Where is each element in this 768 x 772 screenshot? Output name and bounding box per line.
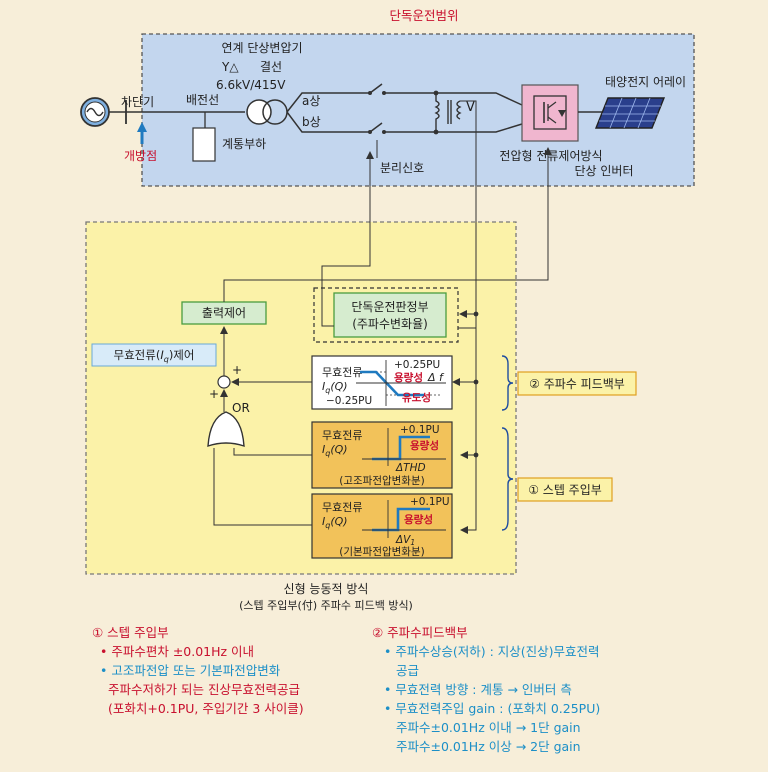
freq-df-label: Δ f <box>427 371 445 384</box>
summing-junction <box>217 375 231 389</box>
ac-source-icon <box>80 97 110 127</box>
notes-right: ② 주파수피드백부 • 주파수상승(저하) : 지상(진상)무효전력 공급 • … <box>372 623 600 756</box>
island-region <box>141 33 695 187</box>
v1-pos-label: +0.1PU <box>410 496 450 508</box>
brace-step <box>501 427 514 531</box>
island-detect-label-1: 단독운전판정부 <box>351 300 428 314</box>
thd-cap-label: 용량성 <box>410 439 439 452</box>
transformer-label-2: 결선 <box>260 60 282 74</box>
breaker-icon <box>125 100 245 124</box>
freq-cap-label: 용량성 <box>394 371 423 384</box>
v1-block-l1: 무효전류 <box>322 501 362 514</box>
notes-right-b2: • 무효전력 방향 : 계통 → 인버터 측 <box>384 682 572 697</box>
island-detect-label-2: (주파수변화율) <box>352 317 428 331</box>
freq-ind-label: 유도성 <box>402 391 431 404</box>
v1-block <box>311 493 453 559</box>
tag-step-label: ① 스텝 주입부 <box>528 483 602 497</box>
or-label: OR <box>232 401 250 415</box>
or-gate-icon <box>207 411 245 447</box>
solar-array-label: 태양전지 어레이 <box>605 75 686 89</box>
thd-caption: (고조파전압변화분) <box>339 474 424 487</box>
voltage-transformer-icon <box>434 93 462 132</box>
freq-block-l1: 무효전류 <box>322 366 362 379</box>
reactive-control-label: 무효전류(Iq)제어 <box>114 348 195 364</box>
notes-left-b4: (포화치+0.1PU, 주입기간 3 사이클) <box>108 701 304 716</box>
v1-dv-label: ΔV1 <box>395 534 415 547</box>
v1-caption: (기본파전압변화분) <box>339 545 424 558</box>
notes-left-b3: 주파수저하가 되는 진상무효전력공급 <box>108 682 300 697</box>
sep-signal-label: 분리신호 <box>380 161 424 175</box>
transformer-label-1: 연계 단상변압기 <box>221 41 302 55</box>
grid-load-box <box>192 127 216 162</box>
freq-curve <box>360 370 424 397</box>
v1-cap-label: 용량성 <box>404 513 433 526</box>
tag-step-box <box>517 477 613 502</box>
inverter-icon <box>521 84 579 142</box>
feeder-label: 배전선 <box>186 93 219 107</box>
notes-left-b1: • 주파수편차 ±0.01Hz 이내 <box>100 644 255 659</box>
transformer-symbol: Y△ <box>221 60 239 74</box>
v1-block-l2: Iq(Q) <box>322 515 348 530</box>
thd-block <box>311 421 453 489</box>
island-detect-box <box>333 292 447 338</box>
plus-sign-2: + <box>209 387 219 401</box>
notes-right-b3: • 무효전력주입 gain : (포화치 0.25PU) <box>384 701 601 716</box>
reactive-control-box <box>91 343 217 367</box>
tag-freq-label: ② 주파수 피드백부 <box>529 377 625 391</box>
open-point-label: 개방점 <box>124 149 157 163</box>
inverter-label-1: 전압형 전류제어방식 <box>499 149 602 163</box>
method-subtitle: (스텝 주입부(付) 주파수 피드백 방식) <box>239 599 413 612</box>
freq-pos-label: +0.25PU <box>394 359 440 371</box>
notes-right-title: ② 주파수피드백부 <box>372 625 468 640</box>
transformer-label-3: 6.6kV/415V <box>216 78 286 92</box>
thd-block-l1: 무효전류 <box>322 429 362 442</box>
notes-right-b1b: 공급 <box>396 663 420 678</box>
freq-neg-label: −0.25PU <box>326 395 372 407</box>
breaker-label: 차단기 <box>121 95 154 109</box>
inverter-label-2: 단상 인버터 <box>574 164 633 178</box>
notes-right-b4: 주파수±0.01Hz 이내 → 1단 gain <box>396 720 581 735</box>
transformer-icon <box>246 99 288 125</box>
region-title: 단독운전범위 <box>389 8 458 23</box>
solar-panel-icon <box>594 97 666 129</box>
thd-dthd-label: ΔTHD <box>395 462 426 474</box>
island-detect-frame <box>313 287 459 343</box>
phase-a-label: a상 <box>302 94 320 108</box>
output-control-label: 출력제어 <box>202 306 246 320</box>
tag-freq-box <box>517 371 637 396</box>
thd-pos-label: +0.1PU <box>400 424 440 436</box>
notes-right-b1a: • 주파수상승(저하) : 지상(진상)무효전력 <box>384 644 600 659</box>
thd-block-l2: Iq(Q) <box>322 443 348 458</box>
freq-block-l2: Iq(Q) <box>322 380 348 395</box>
notes-left: ① 스텝 주입부 • 주파수편차 ±0.01Hz 이내 • 고조파전압 또는 기… <box>92 623 304 718</box>
notes-left-title: ① 스텝 주입부 <box>92 625 169 640</box>
phase-b-label: b상 <box>302 115 321 129</box>
voltage-label: V <box>466 100 475 115</box>
method-title: 신형 능동적 방식 <box>284 582 369 596</box>
brace-freq <box>501 355 514 411</box>
freq-feedback-block <box>311 355 453 410</box>
notes-left-b2: • 고조파전압 또는 기본파전압변화 <box>100 663 281 678</box>
plus-sign-1: + <box>232 363 242 377</box>
grid-load-label: 계통부하 <box>222 137 266 151</box>
notes-right-b5: 주파수±0.01Hz 이상 → 2단 gain <box>396 739 581 754</box>
